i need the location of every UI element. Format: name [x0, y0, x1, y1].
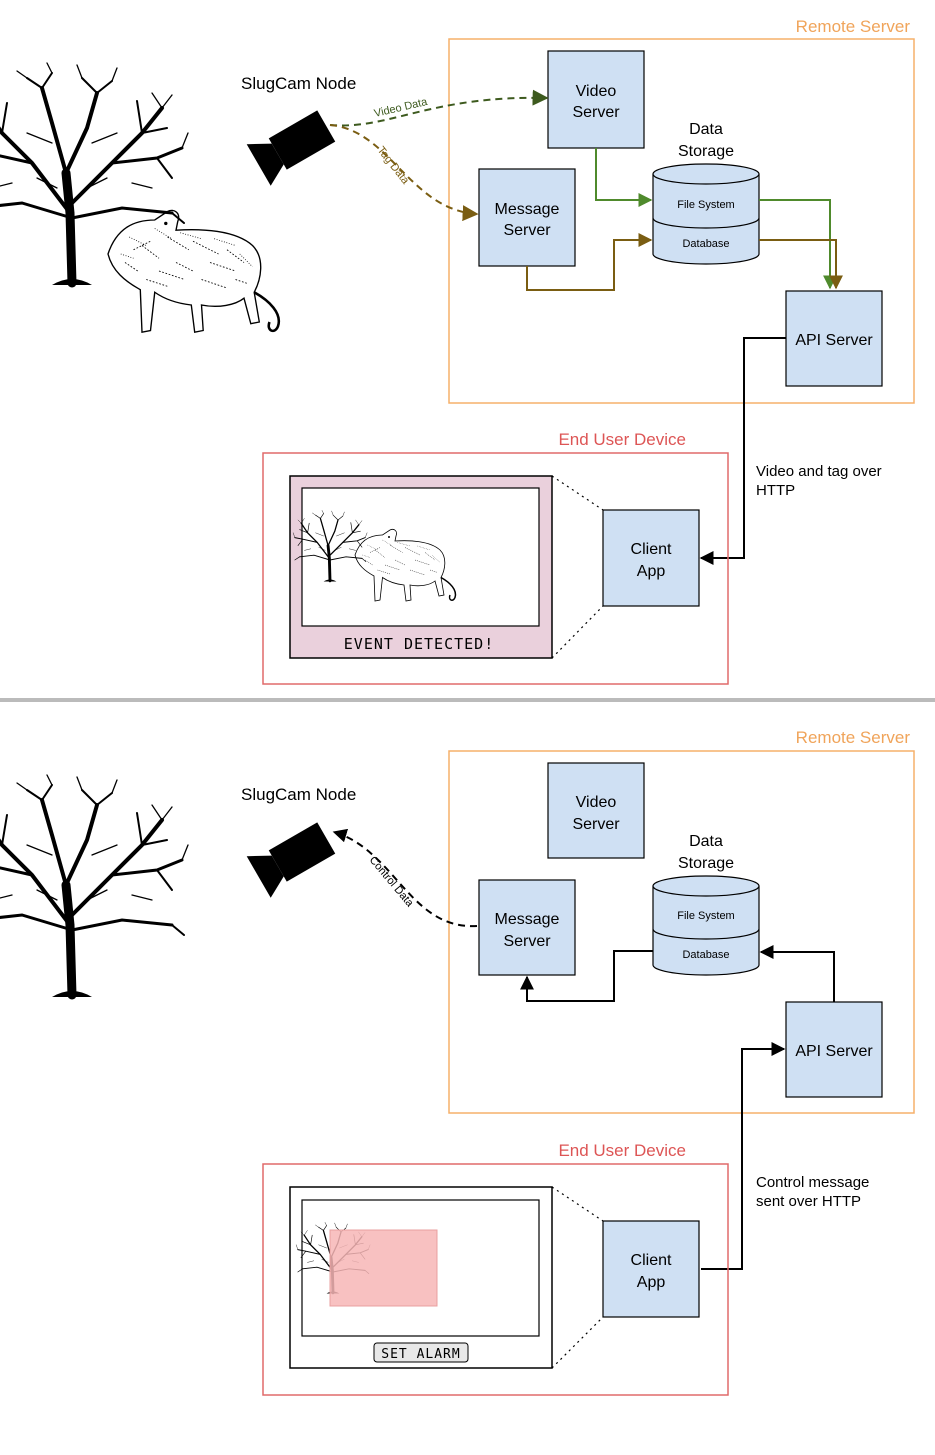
top-message-to-database-line: [526, 233, 653, 291]
top-camera-icon: [246, 105, 339, 186]
bottom-remote-server-frame: [448, 750, 915, 1114]
top-database-cylinder-icon: [652, 163, 760, 265]
bottom-video-server-line1: Video: [576, 794, 617, 811]
top-api-server-label: API Server: [795, 332, 873, 349]
top-mountain-lion-icon: [106, 209, 281, 334]
top-http-label-line2: HTTP: [756, 482, 795, 499]
bottom-zoom-line-lower: [551, 1316, 604, 1369]
top-slugcam-node-label: SlugCam Node: [241, 74, 356, 93]
top-http-label-line1: Video and tag over: [756, 463, 882, 480]
top-client-app-line2: App: [637, 563, 666, 580]
bottom-data-storage-line1: Data: [689, 833, 723, 850]
bottom-set-alarm-button[interactable]: [373, 1342, 469, 1363]
top-database-to-api-line: [759, 239, 843, 290]
top-client-app-box: [602, 509, 700, 607]
bottom-tree-icon: [0, 775, 188, 997]
bottom-control-data-arrow: [332, 828, 478, 928]
bottom-file-system-label: File System: [677, 910, 734, 922]
bottom-video-server-line2: Server: [572, 816, 620, 833]
top-video-server-line1: Video: [576, 83, 617, 100]
bottom-database-label: Database: [682, 949, 729, 961]
panel-divider: [0, 698, 935, 702]
top-data-storage-line1: Data: [689, 121, 723, 138]
bottom-database-to-message-line: [520, 950, 653, 1002]
top-panel: Remote Server SlugCam Node Video Server …: [0, 17, 915, 685]
top-filesystem-to-api-line: [759, 199, 837, 290]
bottom-data-storage-line2: Storage: [678, 855, 734, 872]
top-remote-server-label: Remote Server: [796, 17, 911, 36]
top-tag-data-arrow: [329, 124, 479, 222]
bottom-camera-icon: [246, 817, 339, 898]
top-data-storage-line2: Storage: [678, 143, 734, 160]
top-remote-server-frame: [448, 38, 915, 404]
bottom-client-to-api-line: [701, 1042, 786, 1270]
top-client-app-line1: Client: [631, 541, 672, 558]
top-tree-icon: [0, 63, 188, 285]
bottom-end-user-device-label: End User Device: [558, 1141, 686, 1160]
top-zoom-line-upper: [551, 475, 604, 511]
top-file-system-label: File System: [677, 199, 734, 211]
top-video-server-line2: Server: [572, 104, 620, 121]
bottom-alarm-region: [329, 1229, 438, 1307]
bottom-control-data-label: Control Data: [367, 854, 416, 910]
bottom-end-user-device-frame: [262, 1163, 729, 1396]
bottom-client-app-box: [602, 1220, 700, 1318]
bottom-message-server-line2: Server: [503, 933, 551, 950]
bottom-message-server-line1: Message: [495, 911, 560, 928]
bottom-http-label-line1: Control message: [756, 1174, 869, 1191]
bottom-panel: Remote Server SlugCam Node Video Server …: [0, 728, 915, 1396]
top-event-detected-caption: EVENT DETECTED!: [344, 635, 494, 653]
top-message-server-line2: Server: [503, 222, 551, 239]
bottom-api-server-box: [785, 1001, 883, 1098]
top-end-user-device-label: End User Device: [558, 430, 686, 449]
bottom-remote-server-label: Remote Server: [796, 728, 911, 747]
top-video-data-arrow: [329, 89, 549, 127]
top-device-video-frame: [301, 487, 540, 627]
top-database-label: Database: [682, 238, 729, 250]
bottom-client-app-line2: App: [637, 1274, 666, 1291]
bottom-api-to-database-line: [759, 945, 835, 1002]
top-tag-data-label: Tag Data: [375, 144, 412, 187]
bottom-slugcam-node-label: SlugCam Node: [241, 785, 356, 804]
top-message-server-line1: Message: [495, 201, 560, 218]
top-end-user-device-frame: [262, 452, 729, 685]
top-zoom-line-lower: [551, 605, 604, 659]
bottom-database-cylinder-icon: [652, 875, 760, 976]
bottom-api-server-label: API Server: [795, 1043, 873, 1060]
bottom-set-alarm-label: SET ALARM: [381, 1347, 460, 1362]
bottom-message-server-box: [478, 879, 576, 976]
top-api-to-client-line: [699, 337, 786, 565]
top-video-to-filesystem-line: [595, 148, 653, 207]
bottom-video-server-box: [547, 762, 645, 859]
top-message-server-box: [478, 168, 576, 267]
bottom-zoom-line-upper: [551, 1186, 604, 1222]
bottom-client-app-line1: Client: [631, 1252, 672, 1269]
bottom-http-label-line2: sent over HTTP: [756, 1193, 861, 1210]
top-api-server-box: [785, 290, 883, 387]
